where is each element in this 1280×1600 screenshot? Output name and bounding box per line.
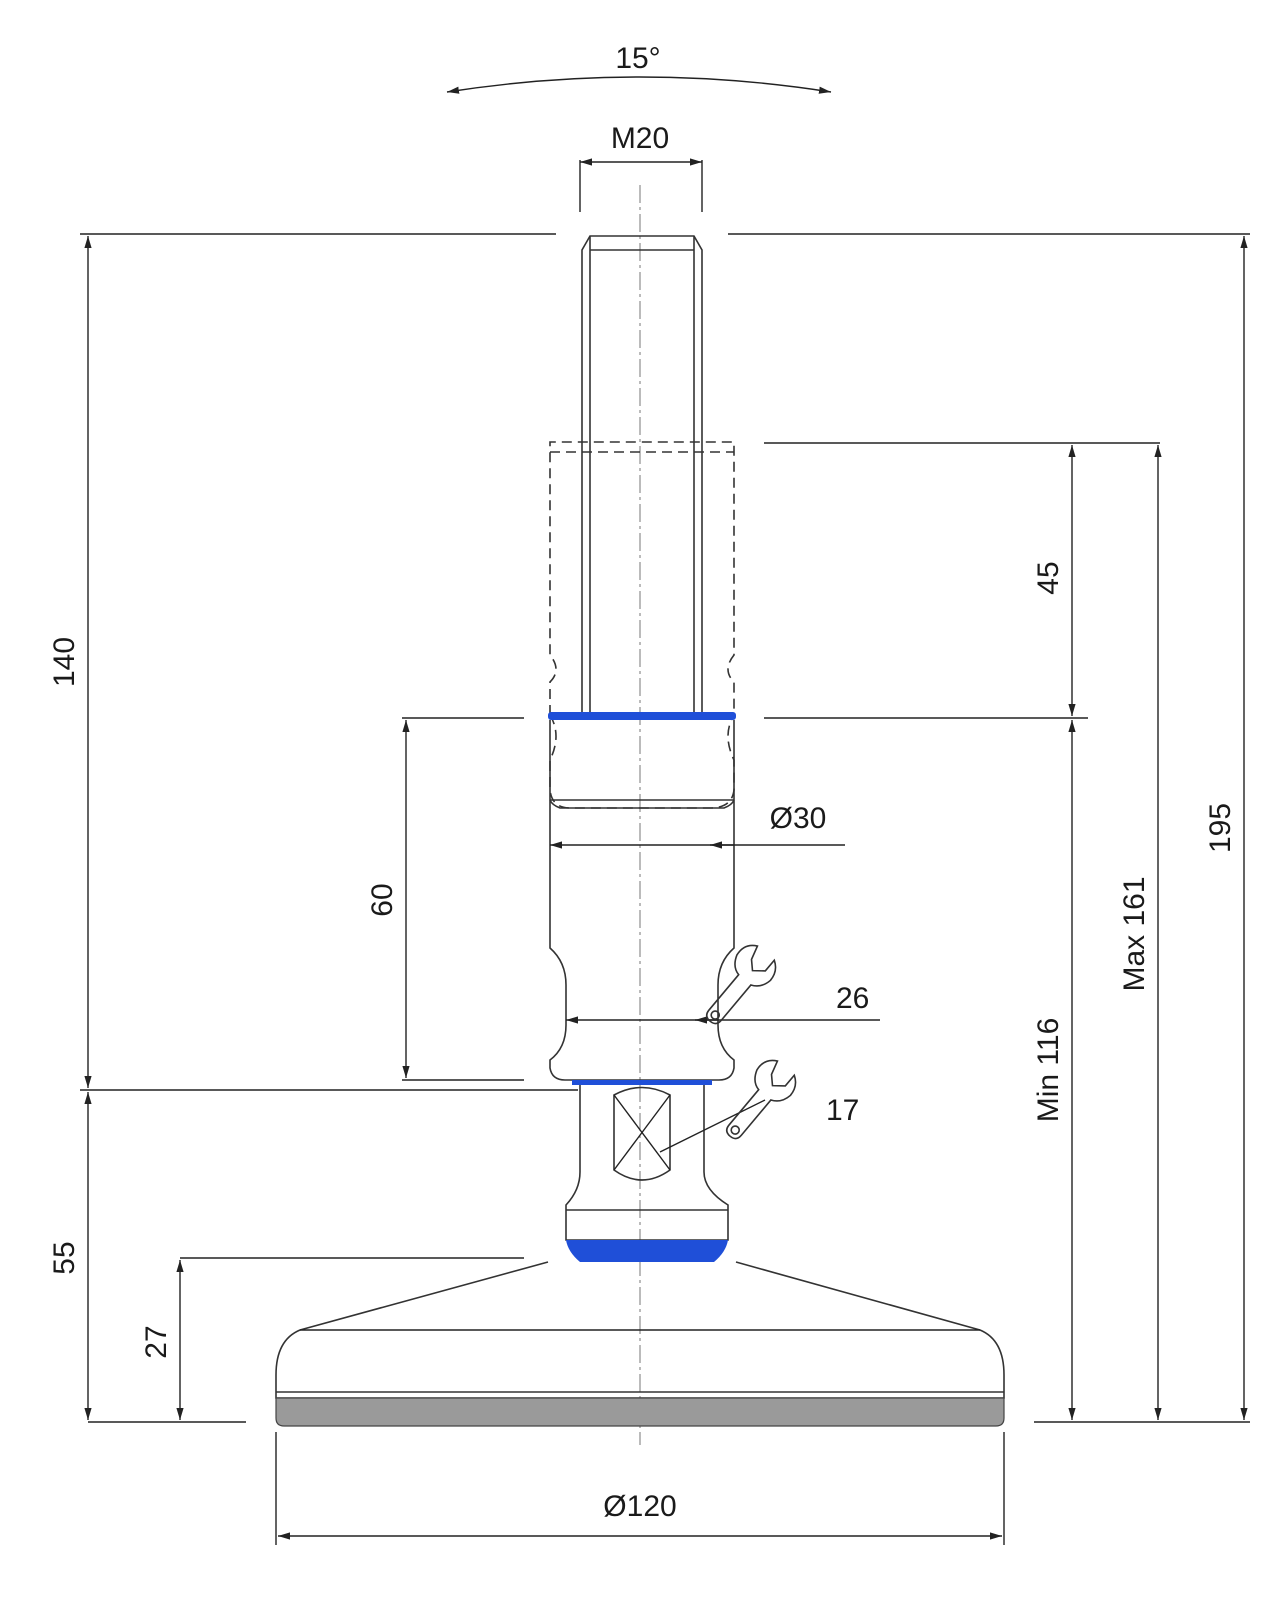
threaded-stud	[581, 235, 703, 715]
max-height-label: Max 161	[1118, 876, 1151, 991]
top-seal	[548, 712, 736, 720]
tilt-arc	[446, 76, 832, 94]
body-length-label: 60	[366, 883, 399, 916]
wrench-size-lower-label: 17	[826, 1094, 859, 1127]
lower-seal	[572, 1080, 712, 1085]
overall-height-label: 195	[1204, 803, 1237, 853]
rubber-pad	[275, 1397, 1005, 1427]
adjust-travel-label: 45	[1032, 561, 1065, 594]
wrench-icon	[725, 1059, 797, 1140]
body-diameter-label: Ø30	[770, 802, 827, 835]
neck	[565, 1085, 729, 1241]
thread-label: M20	[611, 122, 669, 155]
base-diameter-label: Ø120	[603, 1490, 676, 1523]
top-height-label: 140	[48, 637, 81, 687]
raised-body-outline	[549, 441, 735, 809]
body	[549, 720, 735, 1081]
min-height-label: Min 116	[1032, 1018, 1065, 1123]
base-height-label: 27	[140, 1325, 173, 1358]
ball-seal	[566, 1240, 728, 1262]
wrench-icon	[705, 944, 777, 1025]
wrench-size-upper-label: 26	[836, 982, 869, 1015]
tilt-angle-label: 15°	[615, 42, 660, 75]
bottom-height-label: 55	[48, 1241, 81, 1274]
